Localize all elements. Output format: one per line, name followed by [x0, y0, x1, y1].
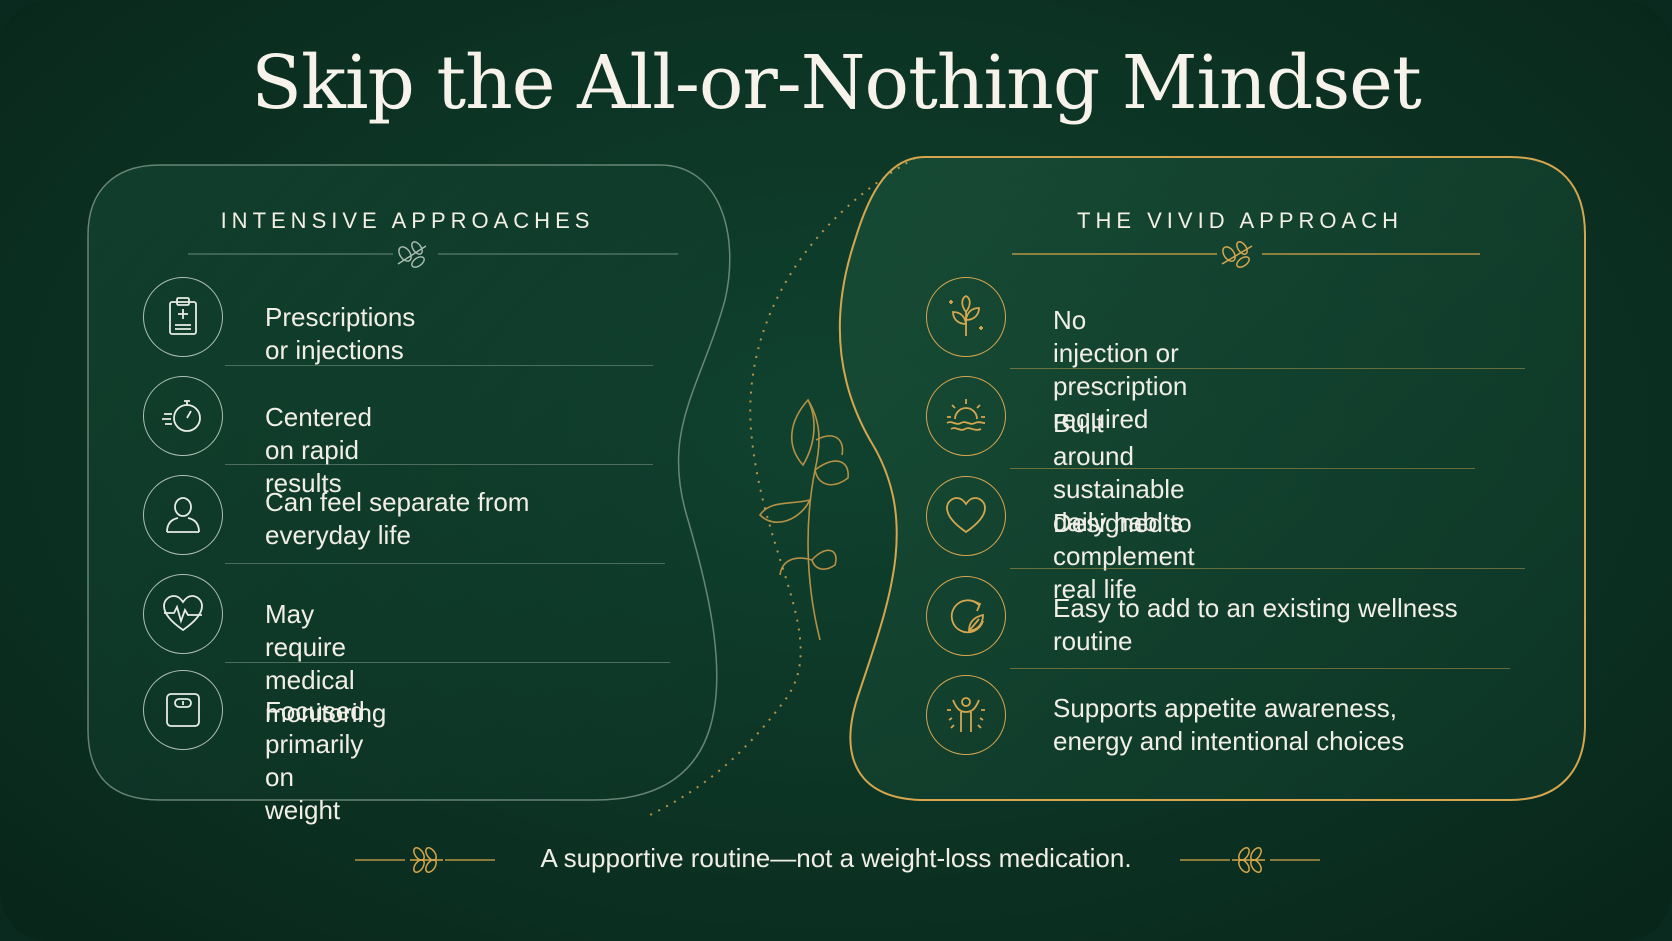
- right-item-3-text: Designed to complement real life: [1053, 508, 1195, 604]
- right-divider-3: [1010, 568, 1525, 569]
- right-item-1-text: No injection or prescription required: [1053, 305, 1188, 434]
- right-item-2-text: Built around sustainable daily habits: [1053, 408, 1185, 537]
- footer-right-ornament: [1180, 847, 1320, 873]
- right-item-4-text: Easy to add to an existing wellness rout…: [1053, 593, 1458, 656]
- right-item-5-text: Supports appetite awareness, energy and …: [1053, 693, 1405, 756]
- left-panel-heading: INTENSIVE APPROACHES: [220, 208, 595, 233]
- person-icon: [143, 475, 223, 555]
- left-item-1-text: Prescriptions or injections: [265, 302, 416, 365]
- right-panel-heading: THE VIVID APPROACH: [1077, 208, 1403, 233]
- left-item-4-text: May require medical monitoring: [265, 599, 387, 728]
- left-heading-ornament: [188, 241, 678, 268]
- sprout-icon: [926, 277, 1006, 357]
- left-item-5-text: Focused primarily on weight: [265, 696, 365, 825]
- left-item-3-text: Can feel separate from everyday life: [265, 487, 530, 550]
- page-title: Skip the All-or-Nothing Mindset: [251, 40, 1421, 126]
- cycle-leaf-icon: [926, 576, 1006, 656]
- left-divider-1: [225, 365, 653, 366]
- left-item-2-text: Centered on rapid results: [265, 402, 372, 498]
- sunrise-icon: [926, 376, 1006, 456]
- left-divider-2: [225, 464, 653, 465]
- left-panel-outline: [87, 164, 731, 801]
- vine-decor: [758, 398, 849, 641]
- right-panel-outline: [838, 156, 1586, 801]
- left-divider-4: [225, 662, 670, 663]
- left-divider-3: [225, 563, 665, 564]
- right-divider-4: [1010, 668, 1510, 669]
- scale-icon: [143, 670, 223, 750]
- person-arms-up-icon: [926, 675, 1006, 755]
- footer-left-ornament: [355, 847, 495, 873]
- stopwatch-icon: [143, 376, 223, 456]
- clipboard-medical-icon: [143, 277, 223, 357]
- right-heading-ornament: [1012, 241, 1480, 268]
- heart-icon: [926, 476, 1006, 556]
- heart-pulse-icon: [143, 574, 223, 654]
- footer-tagline: A supportive routine—not a weight-loss m…: [540, 843, 1132, 873]
- right-divider-2: [1010, 468, 1475, 469]
- right-divider-1: [1010, 368, 1525, 369]
